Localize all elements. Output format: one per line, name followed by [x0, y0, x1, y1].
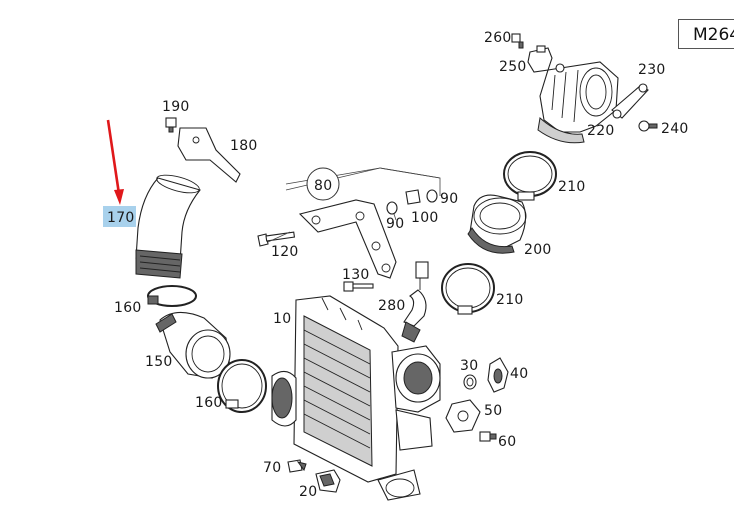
callout-280[interactable]: 280: [378, 298, 406, 314]
callout-90b[interactable]: 90: [440, 191, 458, 207]
part-20-holder[interactable]: [315, 469, 341, 493]
callout-70[interactable]: 70: [263, 460, 281, 476]
part-30-seal[interactable]: [463, 374, 477, 390]
callout-190[interactable]: 190: [162, 99, 190, 115]
callout-labels: 260 250 230 220 240 190 180 170 80 90 90…: [107, 30, 689, 500]
part-200-hose[interactable]: [467, 194, 527, 254]
callout-160a[interactable]: 160: [114, 300, 142, 316]
part-90-nut-a[interactable]: [386, 201, 398, 215]
part-220-flange[interactable]: [537, 61, 619, 144]
part-40-sensor[interactable]: [487, 357, 509, 393]
callout-210b[interactable]: 210: [496, 292, 524, 308]
callout-200[interactable]: 200: [524, 242, 552, 258]
callout-80[interactable]: 80: [314, 178, 332, 194]
part-10-intercooler[interactable]: [271, 295, 441, 501]
callout-150[interactable]: 150: [145, 354, 173, 370]
part-180-bracket[interactable]: [177, 127, 241, 183]
callout-40[interactable]: 40: [510, 366, 528, 382]
part-160-clamp-lower[interactable]: [217, 359, 267, 413]
part-230-bracket[interactable]: [611, 83, 649, 119]
part-130-bolt[interactable]: [343, 281, 374, 292]
callout-210a[interactable]: 210: [558, 179, 586, 195]
diagram-code-label: M264: [678, 19, 734, 49]
callout-130[interactable]: 130: [342, 267, 370, 283]
part-70-clip[interactable]: [287, 459, 307, 473]
callout-170[interactable]: 170: [107, 210, 135, 226]
part-50-flange[interactable]: [445, 399, 481, 433]
selected-callout-highlight: [103, 206, 136, 227]
part-260-screw[interactable]: [511, 33, 524, 49]
callout-180[interactable]: 180: [230, 138, 258, 154]
callout-60[interactable]: 60: [498, 434, 516, 450]
callout-10[interactable]: 10: [273, 311, 291, 327]
part-160-clamp-upper[interactable]: [147, 285, 197, 307]
callout-100[interactable]: 100: [411, 210, 439, 226]
part-100-bushing[interactable]: [405, 189, 421, 205]
part-190-screw[interactable]: [165, 117, 177, 133]
red-arrow-icon: [106, 119, 124, 205]
callout-30[interactable]: 30: [460, 358, 478, 374]
part-280-sensor[interactable]: [401, 261, 429, 343]
callout-50[interactable]: 50: [484, 403, 502, 419]
callout-20[interactable]: 20: [299, 484, 317, 500]
part-90-nut-b[interactable]: [426, 189, 438, 203]
callout-80-circle: [306, 167, 340, 201]
callout-220[interactable]: 220: [587, 123, 615, 139]
callout-90a[interactable]: 90: [386, 216, 404, 232]
part-150-hose[interactable]: [155, 311, 231, 379]
callout-250[interactable]: 250: [499, 59, 527, 75]
part-250-sensor[interactable]: [527, 45, 553, 73]
callout-160b[interactable]: 160: [195, 395, 223, 411]
callout-260[interactable]: 260: [484, 30, 512, 46]
part-210-clamp-upper[interactable]: [503, 151, 557, 201]
part-170-charge-air-pipe[interactable]: [135, 172, 201, 279]
part-60-screw[interactable]: [479, 431, 497, 442]
part-210-clamp-lower[interactable]: [441, 263, 495, 315]
part-240-bolt[interactable]: [638, 120, 658, 132]
callout-230[interactable]: 230: [638, 62, 666, 78]
callout-120[interactable]: 120: [271, 244, 299, 260]
callout-240[interactable]: 240: [661, 121, 689, 137]
